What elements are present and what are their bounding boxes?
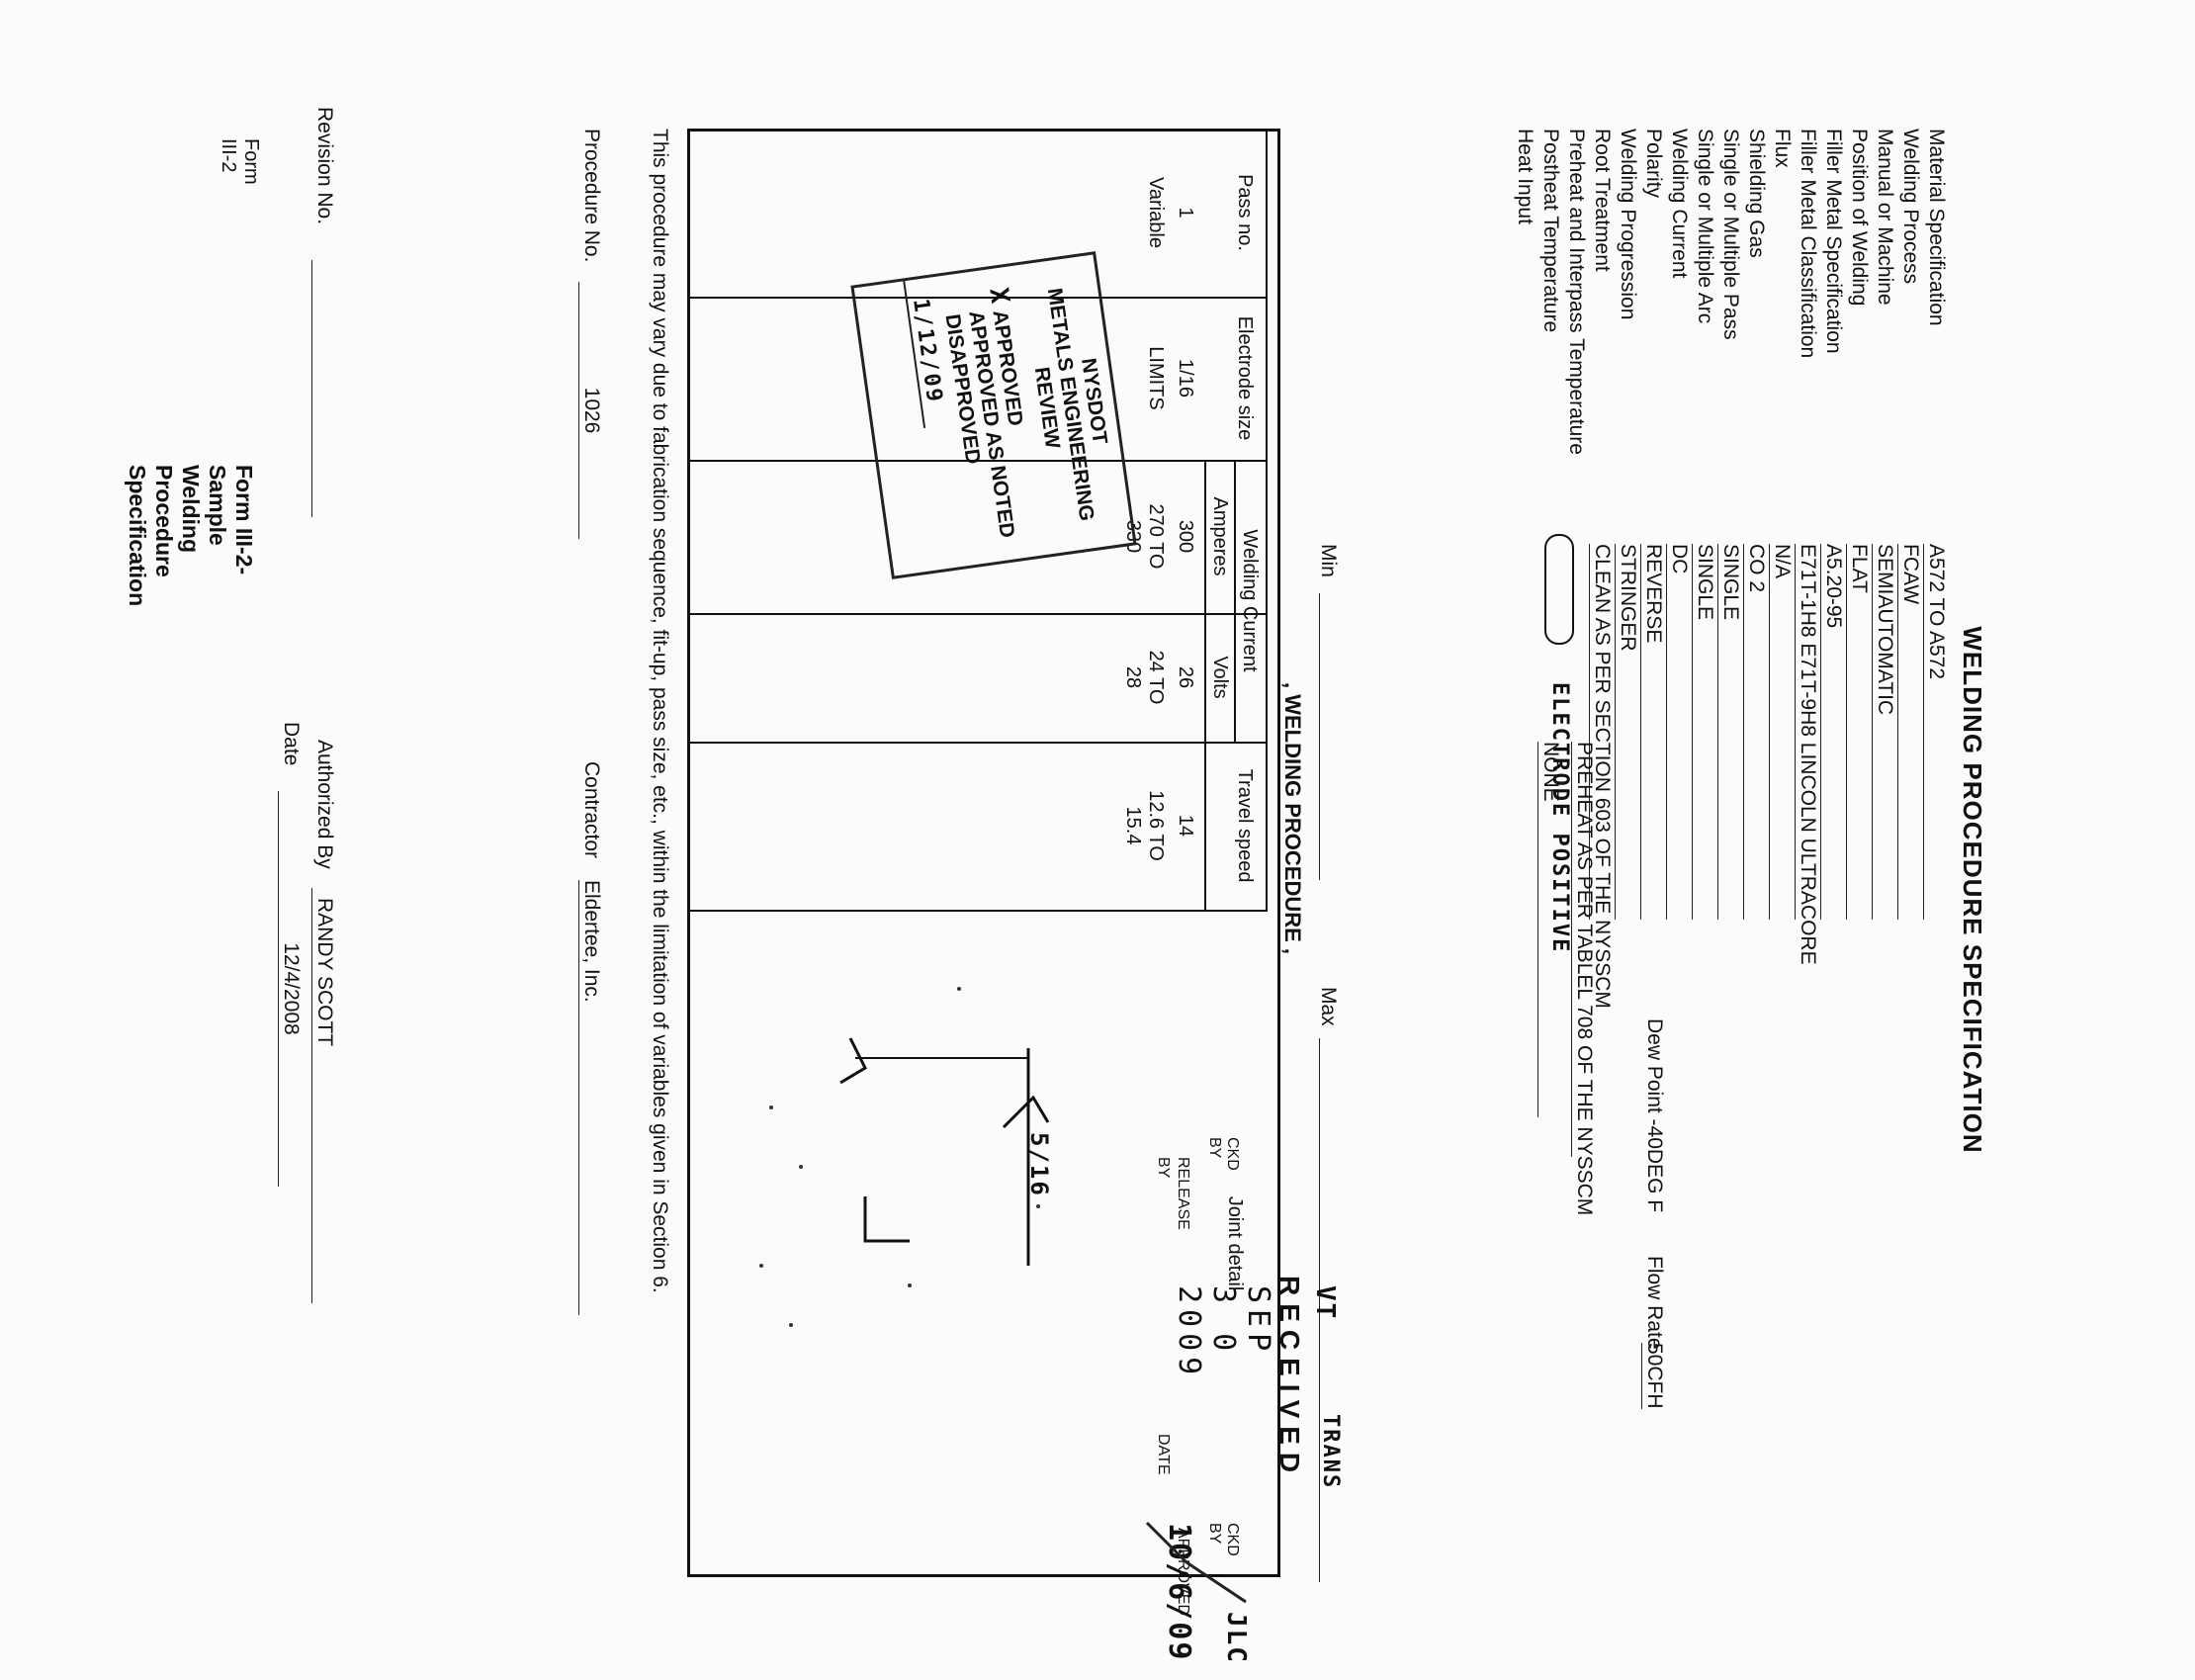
field-label: Filler Metal Specification	[1822, 129, 1845, 354]
contractor-label: Contractor	[580, 761, 603, 859]
field-label: Material Specification	[1925, 129, 1948, 326]
field-label: Shielding Gas	[1745, 129, 1768, 258]
field-label: Welding Progression	[1617, 129, 1639, 320]
procedure-heading-text: WELDING PROCEDURE	[1280, 694, 1305, 942]
header-pass: Pass no.	[1234, 174, 1256, 251]
header-travel: Travel speed	[1234, 768, 1256, 883]
field-label: Polarity	[1642, 129, 1665, 199]
received-date: SEP 3 0 2009	[1172, 1285, 1275, 1381]
joint-weld-symbol-icon	[759, 987, 1050, 1327]
row2-volts: 24 TO 28	[1122, 650, 1167, 705]
date-label: Date	[280, 722, 303, 766]
field-value: SEMIAUTOMATIC	[1872, 544, 1896, 920]
field-value: CO 2	[1743, 544, 1768, 920]
procedure-heading: , WELDING PROCEDURE ,	[1280, 682, 1305, 955]
heat-input-max-label: Max	[1317, 987, 1340, 1026]
form-id: Form III-2	[218, 138, 262, 185]
field-label: Welding Current	[1668, 129, 1691, 279]
field-value: FCAW	[1897, 544, 1922, 920]
field-label: Postheat Temperature	[1539, 129, 1562, 333]
field-label: Position of Welding	[1848, 129, 1871, 307]
row1-amperes: 300	[1175, 519, 1196, 554]
field-label: Heat Input	[1514, 129, 1536, 224]
field-label: Manual or Machine	[1874, 129, 1896, 306]
form-title-footer: Form III-2-Sample Welding Procedure Spec…	[125, 465, 257, 607]
polarity-note: ELECTRODE POSITIVE	[1547, 682, 1572, 954]
field-value: A5.20-95	[1820, 544, 1845, 920]
authorized-value: RANDY SCOTT	[311, 888, 336, 1303]
field-label: Filler Metal Classification	[1797, 129, 1819, 359]
field-label: Single or Multiple Pass	[1719, 129, 1742, 340]
joint-weld-size: 5/16	[1025, 1132, 1053, 1197]
field-value: A572 TO A572	[1923, 544, 1948, 920]
flow-rate-label: Flow Rate	[1643, 1256, 1666, 1350]
row2-pass: Variable	[1145, 177, 1167, 248]
field-value: REVERSE	[1640, 544, 1665, 920]
header-welding-current: Welding Current	[1239, 529, 1261, 672]
date-value: 12/4/2008	[278, 791, 303, 1187]
received-trans: TRANS	[1318, 1414, 1343, 1490]
release-date-label: DATE	[1155, 1434, 1172, 1475]
field-value: SINGLE	[1717, 544, 1742, 920]
header-joint: Joint detail	[1224, 1195, 1246, 1291]
field-label: Root Treatment	[1591, 129, 1614, 272]
received-label: RECEIVED	[1274, 1276, 1305, 1481]
field-label: Preheat and Interpass Temperature	[1565, 129, 1588, 455]
header-electrode: Electrode size	[1234, 315, 1256, 441]
field-value: STRINGER	[1615, 544, 1639, 920]
revision-no-line	[311, 260, 312, 517]
stamp-mark: X	[983, 286, 1015, 308]
header-volts: Volts	[1209, 656, 1231, 699]
table-rule	[1234, 460, 1236, 742]
row1-travel: 14	[1175, 814, 1196, 838]
field-value: DC	[1666, 544, 1691, 920]
table-rule	[1204, 460, 1206, 910]
received-vt: VT	[1310, 1285, 1340, 1321]
row1-volts: 26	[1175, 665, 1196, 689]
approval-stamp: NYSDOT METALS ENGINEERING REVIEW X APPRO…	[850, 251, 1137, 579]
field-label: Flux	[1771, 129, 1794, 168]
field-value: SINGLE	[1692, 544, 1716, 920]
release-label: RELEASE	[1175, 1157, 1191, 1230]
row1-pass: 1	[1175, 207, 1196, 219]
field-value: N/A	[1769, 544, 1794, 920]
authorized-label: Authorized By	[313, 740, 336, 869]
heat-input-min-label: Min	[1317, 544, 1340, 577]
polarity-circle	[1544, 534, 1574, 645]
contractor-value: Eldertee, Inc.	[578, 880, 603, 1315]
ckd-by-label-1: CKD BY	[1206, 1137, 1241, 1171]
procedure-note: This procedure may vary due to fabricati…	[649, 129, 671, 1293]
dew-point: Dew Point -40DEG F	[1643, 1018, 1666, 1213]
row2-electrode: LIMITS	[1145, 346, 1167, 410]
header-amperes: Amperes	[1209, 496, 1231, 576]
flow-rate-value: 50CFH	[1641, 1343, 1666, 1409]
by-label: BY	[1155, 1157, 1172, 1179]
field-label: Single or Multiple Arc	[1694, 129, 1716, 324]
row1-electrode: 1/16	[1175, 359, 1196, 398]
field-value: E71T-1H8 E71T-9H8 LINCOLN ULTRACORE	[1795, 544, 1819, 965]
procedure-no-value: 1026	[578, 282, 603, 539]
field-label: Welding Process	[1899, 129, 1922, 285]
row2-travel: 12.6 TO 15.4	[1122, 790, 1167, 861]
checkmark-icon	[1145, 1521, 1247, 1604]
rotated-form: WELDING PROCEDURE SPECIFICATION Material…	[578, 129, 1987, 1651]
field-value: FLAT	[1846, 544, 1871, 920]
table-rule	[1266, 129, 1268, 910]
procedure-no-label: Procedure No.	[580, 129, 603, 263]
form-title: WELDING PROCEDURE SPECIFICATION	[1958, 626, 1987, 1154]
revision-no-label: Revision No.	[313, 107, 336, 225]
field-value: PREHEAT AS PER TABLEL 708 OF THE NYSSCM	[1571, 742, 1596, 1216]
heat-input-min-line	[1319, 593, 1320, 880]
